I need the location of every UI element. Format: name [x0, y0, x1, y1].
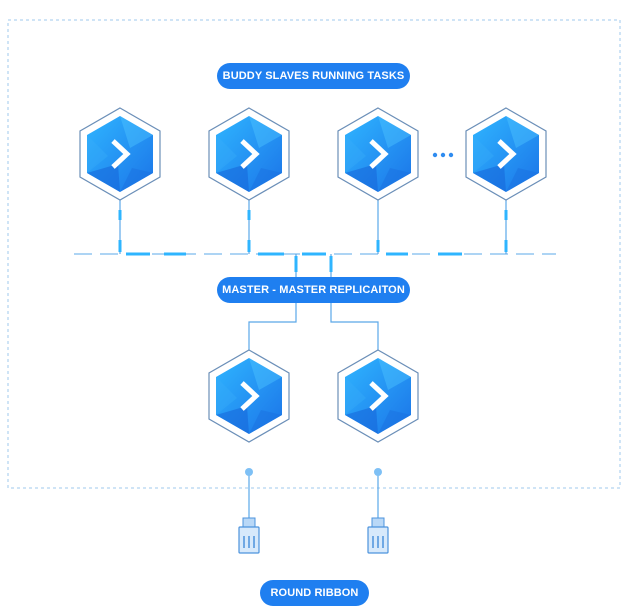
master-node-1 — [209, 350, 289, 442]
more-dots-icon — [432, 152, 454, 158]
slave-node-4 — [466, 108, 546, 200]
slave-node-2 — [209, 108, 289, 200]
slave-node-1 — [80, 108, 160, 200]
master-node-2 — [338, 350, 418, 442]
slaves-label: BUDDY SLAVES RUNNING TASKS — [217, 63, 410, 89]
network-plug-icon — [238, 517, 260, 554]
replication-label: MASTER - MASTER REPLICAITON — [217, 277, 410, 303]
top-node-connectors — [119, 200, 507, 254]
top-node-connector-highlights — [118, 210, 508, 252]
slave-node-3 — [338, 108, 418, 200]
cluster-boundary — [7, 19, 621, 489]
round-ribbon-label: ROUND RIBBON — [260, 580, 369, 606]
network-plug-icon — [367, 517, 389, 554]
